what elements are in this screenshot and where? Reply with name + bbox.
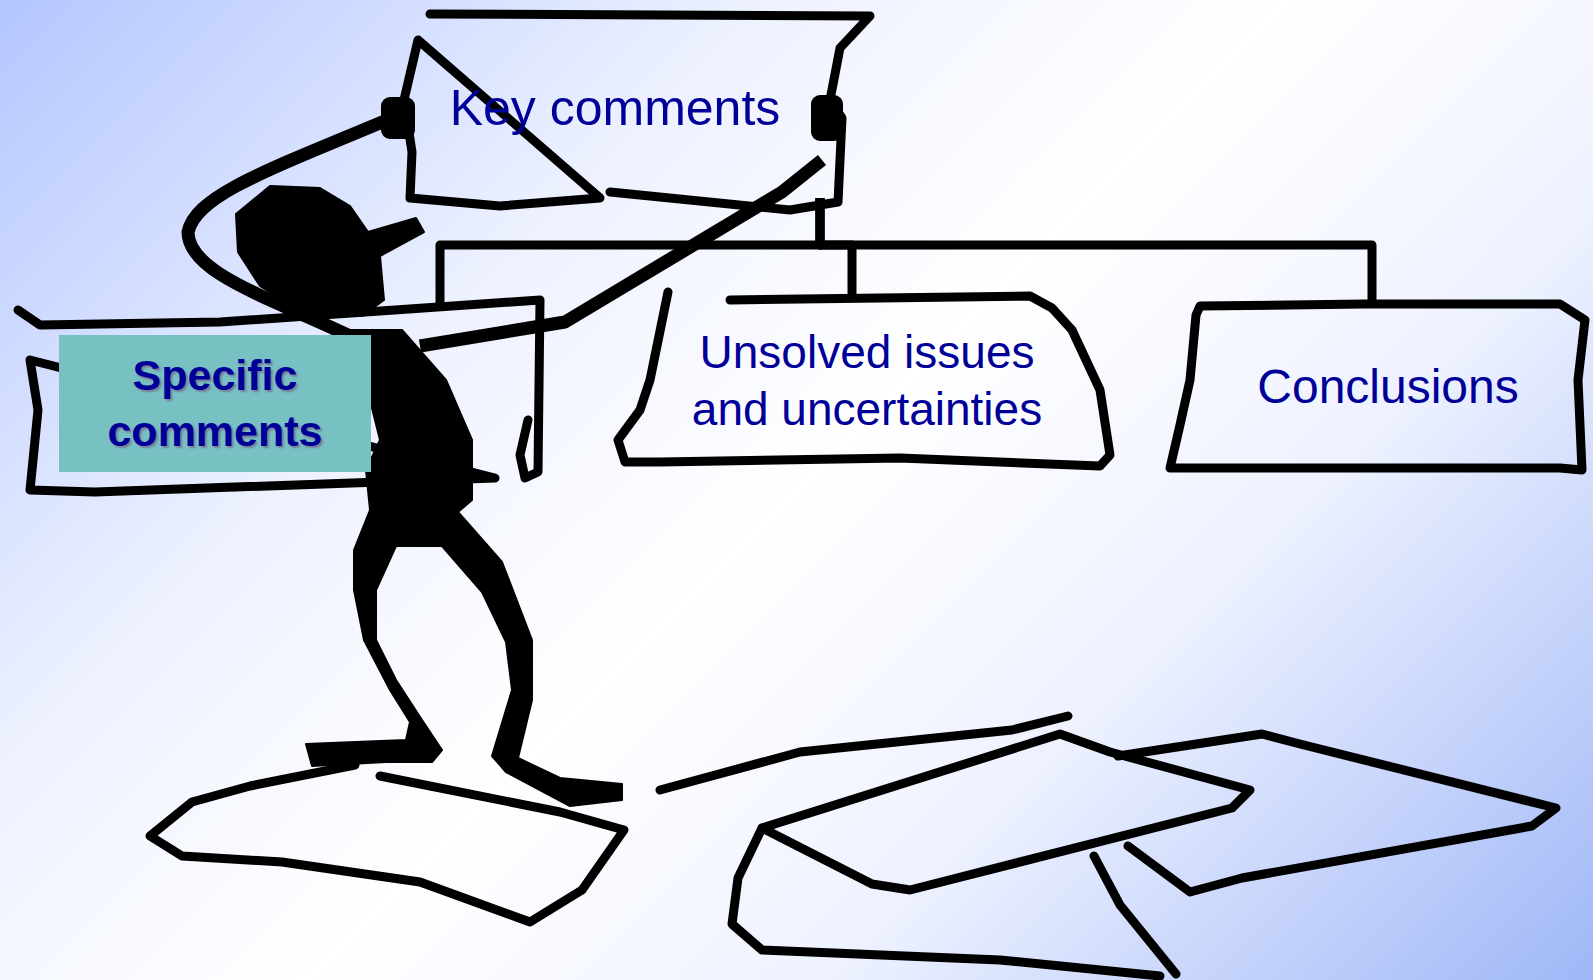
figure-arm (188, 118, 392, 336)
text-box: Specific comments (22, 304, 542, 490)
cap-flap (1118, 734, 1556, 892)
node-label: Specific comments (65, 348, 365, 460)
text-box: Conclusions (1196, 308, 1580, 466)
node-label: Unsolved issues and uncertainties (667, 324, 1067, 439)
figure-hand (382, 98, 414, 138)
cap-base (732, 828, 1176, 976)
figure-arm (420, 160, 822, 346)
highlight-panel: Specific comments (59, 335, 371, 472)
hand-drawn-box (1170, 304, 1585, 470)
text-box: Key comments (405, 18, 825, 198)
bracket-connector (820, 198, 1372, 308)
node-label: Conclusions (1257, 357, 1518, 417)
text-box: Unsolved issues and uncertainties (632, 300, 1102, 462)
figure-hand (812, 96, 842, 140)
hand-drawn-box (618, 292, 1110, 466)
node-label: Key comments (450, 77, 781, 140)
bracket-connector (440, 198, 820, 304)
